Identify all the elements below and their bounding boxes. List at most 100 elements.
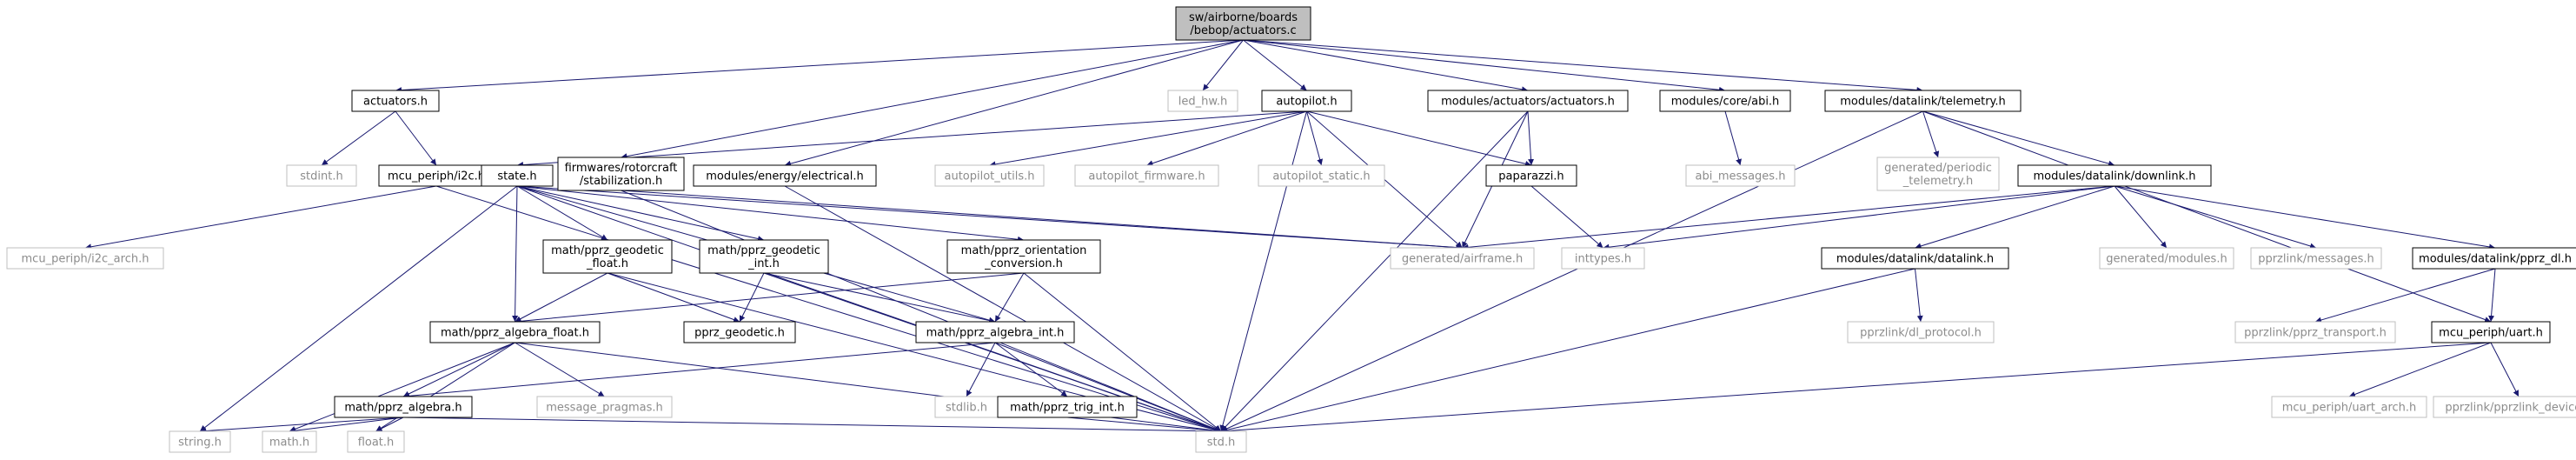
node-label: mcu_periph/i2c_arch.h bbox=[22, 253, 149, 266]
node-downlink-h[interactable]: modules/datalink/downlink.h bbox=[2017, 164, 2212, 187]
node-label: stdint.h bbox=[300, 170, 342, 183]
node-gen-modules-h: generated/modules.h bbox=[2099, 247, 2234, 270]
node-state-h[interactable]: state.h bbox=[481, 164, 554, 187]
node-label: autopilot_utils.h bbox=[945, 170, 1035, 183]
edge-actuators_h-to-i2c_h bbox=[395, 110, 437, 166]
node-label: std.h bbox=[1207, 437, 1236, 450]
edge-state_h-to-geodetic_float_h bbox=[516, 185, 608, 241]
node-trig-int-h[interactable]: math/pprz_trig_int.h bbox=[997, 396, 1138, 418]
node-autopilot-firmware-h: autopilot_firmware.h bbox=[1074, 164, 1219, 187]
edge-core_abi_h-to-abi_messages_h bbox=[1724, 110, 1742, 166]
node-dl-protocol-h: pprzlink/dl_protocol.h bbox=[1847, 321, 1995, 343]
node-label: math/pprz_orientation bbox=[961, 244, 1087, 257]
node-datalink-h[interactable]: modules/datalink/datalink.h bbox=[1821, 247, 2009, 270]
node-pprz-dl-h[interactable]: modules/datalink/pprz_dl.h bbox=[2412, 247, 2576, 270]
edge-orientation_h-to-algebra_float_h bbox=[515, 272, 1025, 324]
edge-downlink_h-to-messages_h bbox=[2114, 185, 2317, 250]
node-label: actuators.h bbox=[363, 96, 428, 109]
edge-geodetic_float_h-to-algebra_float_h bbox=[515, 272, 608, 323]
edge-geodetic_int_h-to-pprz_geodetic_h bbox=[739, 272, 765, 323]
edge-i2c_h-to-std_h bbox=[435, 185, 1222, 433]
node-algebra-float-h[interactable]: math/pprz_algebra_float.h bbox=[429, 321, 601, 343]
node-label: pprzlink/pprzlink_device.h bbox=[2445, 402, 2576, 415]
edge-root-to-autopilot_h bbox=[1243, 39, 1307, 91]
node-label: autopilot.h bbox=[1276, 96, 1337, 109]
edge-state_h-to-algebra_float_h bbox=[512, 185, 519, 323]
node-mod-actuators-h[interactable]: modules/actuators/actuators.h bbox=[1427, 90, 1629, 112]
node-paparazzi-h[interactable]: paparazzi.h bbox=[1485, 164, 1577, 187]
edge-geodetic_int_h-to-std_h bbox=[763, 272, 1222, 433]
edge-orientation_h-to-std_h bbox=[1023, 272, 1222, 432]
edge-datalink_h-to-std_h bbox=[1220, 268, 1915, 433]
node-label: stdlib.h bbox=[946, 402, 987, 415]
node-stdlib-h: stdlib.h bbox=[934, 396, 999, 418]
node-pprz-geodetic-h[interactable]: pprz_geodetic.h bbox=[683, 321, 796, 343]
node-label: modules/datalink/downlink.h bbox=[2034, 170, 2196, 183]
edge-actuators_h-to-stdint_h bbox=[321, 110, 396, 166]
edge-root-to-telemetry_h bbox=[1243, 39, 1923, 93]
edge-uart_h-to-pprzlink_device_h bbox=[2490, 342, 2520, 397]
edge-algebra_int_h-to-trig_int_h bbox=[994, 342, 1068, 397]
edge-downlink_h-to-datalink_h bbox=[1915, 185, 2115, 250]
node-float-h: float.h bbox=[347, 430, 405, 453]
edge-autopilot_h-to-autopilot_utils_h bbox=[989, 110, 1307, 168]
node-actuators-h[interactable]: actuators.h bbox=[351, 90, 440, 112]
edge-i2c_h-to-i2c_arch_h bbox=[84, 185, 437, 250]
node-algebra-h[interactable]: math/pprz_algebra.h bbox=[334, 396, 473, 418]
edge-stabilization_h-to-std_h bbox=[621, 190, 1222, 432]
node-label: inttypes.h bbox=[1575, 253, 1631, 266]
node-autopilot-utils-h: autopilot_utils.h bbox=[934, 164, 1045, 187]
edge-root-to-actuators_h bbox=[395, 39, 1244, 94]
edge-state_h-to-string_h bbox=[199, 185, 518, 432]
edge-downlink_h-to-inttypes_h bbox=[1603, 185, 2115, 250]
edge-autopilot_h-to-paparazzi_h bbox=[1306, 110, 1532, 167]
node-core-abi-h[interactable]: modules/core/abi.h bbox=[1659, 90, 1791, 112]
edge-pprz_dl_h-to-uart_h bbox=[2488, 268, 2496, 323]
node-label: math/pprz_algebra_int.h bbox=[926, 327, 1065, 340]
node-label: math/pprz_geodetic bbox=[707, 244, 820, 257]
node-label: string.h bbox=[178, 437, 222, 450]
node-electrical-h[interactable]: modules/energy/electrical.h bbox=[693, 164, 877, 187]
node-label: message_pragmas.h bbox=[546, 402, 663, 415]
node-autopilot-h[interactable]: autopilot.h bbox=[1261, 90, 1352, 112]
node-label: autopilot_static.h bbox=[1272, 170, 1370, 183]
node-std-h: std.h bbox=[1195, 430, 1247, 453]
node-uart-arch-h: mcu_periph/uart_arch.h bbox=[2271, 396, 2427, 418]
edge-mod_actuators_h-to-std_h bbox=[1220, 110, 1529, 432]
node-label: mcu_periph/i2c.h bbox=[388, 170, 485, 183]
edge-telemetry_h-to-uart_h bbox=[1922, 110, 2492, 323]
edge-paparazzi_h-to-inttypes_h bbox=[1530, 185, 1603, 249]
node-i2c-h[interactable]: mcu_periph/i2c.h bbox=[378, 164, 495, 187]
node-algebra-int-h[interactable]: math/pprz_algebra_int.h bbox=[915, 321, 1075, 343]
node-orientation-h[interactable]: math/pprz_orientation_conversion.h bbox=[946, 239, 1101, 274]
edge-state_h-to-orientation_h bbox=[516, 185, 1025, 243]
edge-algebra_int_h-to-std_h bbox=[994, 342, 1222, 432]
edge-downlink_h-to-airframe_h bbox=[1462, 185, 2115, 250]
node-label: modules/actuators/actuators.h bbox=[1441, 96, 1615, 109]
node-stdint-h: stdint.h bbox=[286, 164, 357, 187]
node-led-hw-h: led_hw.h bbox=[1167, 90, 1238, 112]
node-geodetic-int-h[interactable]: math/pprz_geodetic_int.h bbox=[699, 239, 829, 274]
node-uart-h[interactable]: mcu_periph/uart.h bbox=[2431, 321, 2551, 343]
edge-root-to-electrical_h bbox=[784, 39, 1244, 167]
edge-algebra_h-to-std_h bbox=[402, 417, 1222, 435]
node-periodic-telemetry-h: generated/periodic_telemetry.h bbox=[1876, 157, 2000, 191]
node-telemetry-h[interactable]: modules/datalink/telemetry.h bbox=[1824, 90, 2022, 112]
node-label: mcu_periph/uart_arch.h bbox=[2282, 402, 2417, 415]
edge-algebra_h-to-math_h bbox=[289, 417, 404, 434]
edge-algebra_h-to-float_h bbox=[375, 417, 404, 432]
node-label: float.h bbox=[358, 437, 395, 450]
edge-layer bbox=[84, 39, 2520, 435]
node-stabilization-h[interactable]: firmwares/rotorcraft/stabilization.h bbox=[557, 157, 685, 191]
edge-mod_actuators_h-to-paparazzi_h bbox=[1527, 110, 1535, 166]
node-math-h: math.h bbox=[262, 430, 317, 453]
edge-autopilot_h-to-state_h bbox=[516, 110, 1307, 169]
edge-root-to-led_hw_h bbox=[1202, 39, 1244, 91]
edge-algebra_int_h-to-stdlib_h bbox=[966, 342, 996, 397]
node-label: _int.h bbox=[747, 257, 780, 270]
node-geodetic-float-h[interactable]: math/pprz_geodetic_float.h bbox=[542, 239, 673, 274]
node-label: paparazzi.h bbox=[1498, 170, 1564, 183]
edge-algebra_float_h-to-message_pragmas_h bbox=[515, 342, 605, 397]
node-label: modules/datalink/pprz_dl.h bbox=[2419, 253, 2572, 266]
